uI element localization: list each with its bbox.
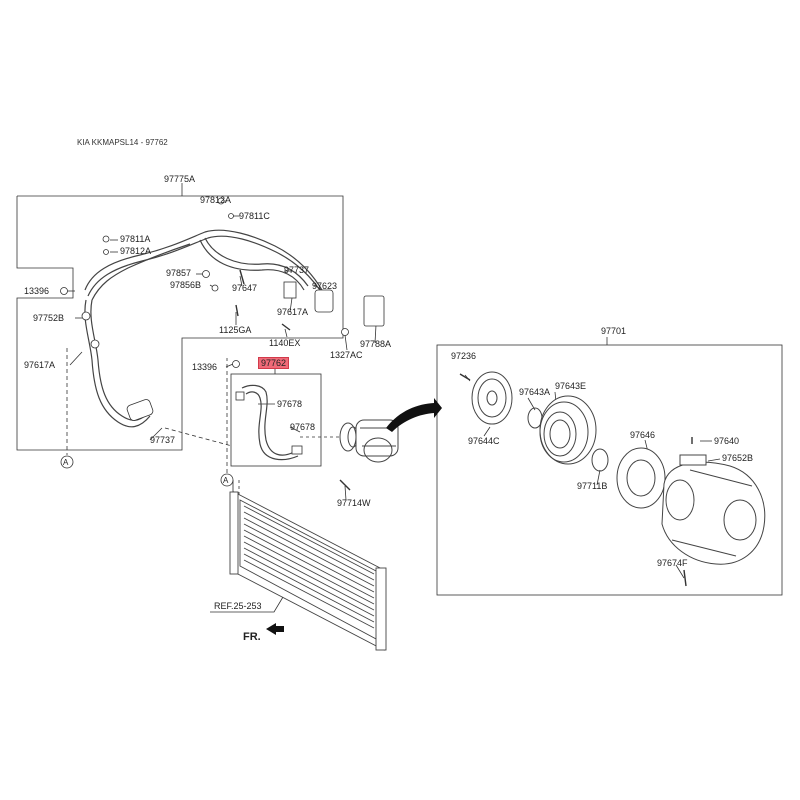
part-label-97652B[interactable]: 97652B	[722, 453, 754, 463]
part-label-97737[interactable]: 97737	[284, 265, 310, 275]
o-ring-97711B	[591, 448, 609, 472]
part-label-1327AC[interactable]: 1327AC	[330, 350, 363, 360]
part-label-97617A[interactable]: 97617A	[277, 307, 309, 317]
circle-a-left	[60, 455, 74, 469]
part-label-97623[interactable]: 97623	[312, 281, 338, 291]
part-label-97711B[interactable]: 97711B	[577, 481, 608, 491]
part-label-97643A[interactable]: 97643A	[519, 387, 551, 397]
marker-a-right: A	[223, 476, 229, 485]
clip-97811C	[228, 213, 234, 219]
part-label-1125GA[interactable]: 1125GA	[219, 325, 252, 335]
part-label-97714W[interactable]: 97714W	[337, 498, 371, 508]
page-title: KIA KKMAPSL14 - 97762	[77, 138, 168, 147]
part-label-97811A[interactable]: 97811A	[120, 234, 151, 244]
part-label-97762-highlighted[interactable]: 97762	[258, 357, 290, 369]
bracket-97652B	[679, 454, 707, 466]
marker-a-left: A	[63, 458, 69, 467]
nut-13396-mid	[232, 360, 240, 368]
group-outline-97775A	[16, 195, 344, 451]
part-label-97737-bottom[interactable]: 97737	[150, 435, 176, 445]
part-label-97647[interactable]: 97647	[232, 283, 258, 293]
clip-97812A	[217, 197, 225, 205]
bracket-97617A	[283, 281, 297, 299]
part-label-97236[interactable]: 97236	[451, 351, 477, 361]
front-arrow-icon	[266, 623, 284, 635]
part-label-97811C[interactable]: 97811C	[239, 211, 270, 221]
front-label: FR.	[243, 631, 261, 643]
part-label-97678-b[interactable]: 97678	[290, 422, 316, 432]
fitting-mid-left	[90, 339, 100, 349]
part-label-97678[interactable]: 97678	[277, 399, 303, 409]
coil-97646	[616, 447, 666, 509]
part-label-97812A[interactable]: 97812A	[200, 195, 232, 205]
fitting-lower-left	[126, 399, 154, 421]
part-label-97775A: 97775A	[164, 174, 196, 184]
part-label-1140EX[interactable]: 1140EX	[269, 338, 301, 348]
nut-97857	[202, 270, 210, 278]
part-label-97788A[interactable]: 97788A	[360, 339, 392, 349]
group-outline-97762	[230, 373, 322, 467]
circle-a-right	[220, 473, 234, 487]
nut-13396-top	[60, 287, 68, 295]
part-label-97643E[interactable]: 97643E	[555, 381, 587, 391]
part-label-13396[interactable]: 13396	[24, 286, 50, 296]
compressor-body	[661, 461, 766, 565]
part-label-97701[interactable]: 97701	[601, 326, 627, 336]
fitting-97752B	[81, 311, 91, 321]
group-outline-97701	[436, 344, 783, 596]
part-label-97856B[interactable]: 97856B	[170, 280, 202, 290]
part-label-97857[interactable]: 97857	[166, 268, 192, 278]
nut-1327AC	[341, 328, 349, 336]
part-label-97644C[interactable]: 97644C	[468, 436, 500, 446]
part-label-97812A-left[interactable]: 97812A	[120, 246, 152, 256]
bracket-97788A	[363, 295, 385, 327]
part-label-97640[interactable]: 97640	[714, 436, 740, 446]
clip-97812A-left	[103, 249, 109, 255]
part-label-97674F[interactable]: 97674F	[657, 558, 688, 568]
part-label-97617A-left[interactable]: 97617A	[24, 360, 56, 370]
part-label-97646[interactable]: 97646	[630, 430, 656, 440]
washer-97856B	[211, 284, 219, 292]
part-label-97752B[interactable]: 97752B	[33, 313, 65, 323]
part-label-13396-mid[interactable]: 13396	[192, 362, 218, 372]
callout-arrow	[386, 398, 442, 432]
ref-label[interactable]: REF.25-253	[214, 601, 262, 611]
fitting-97623	[314, 289, 334, 313]
clip-97811A	[102, 235, 110, 243]
